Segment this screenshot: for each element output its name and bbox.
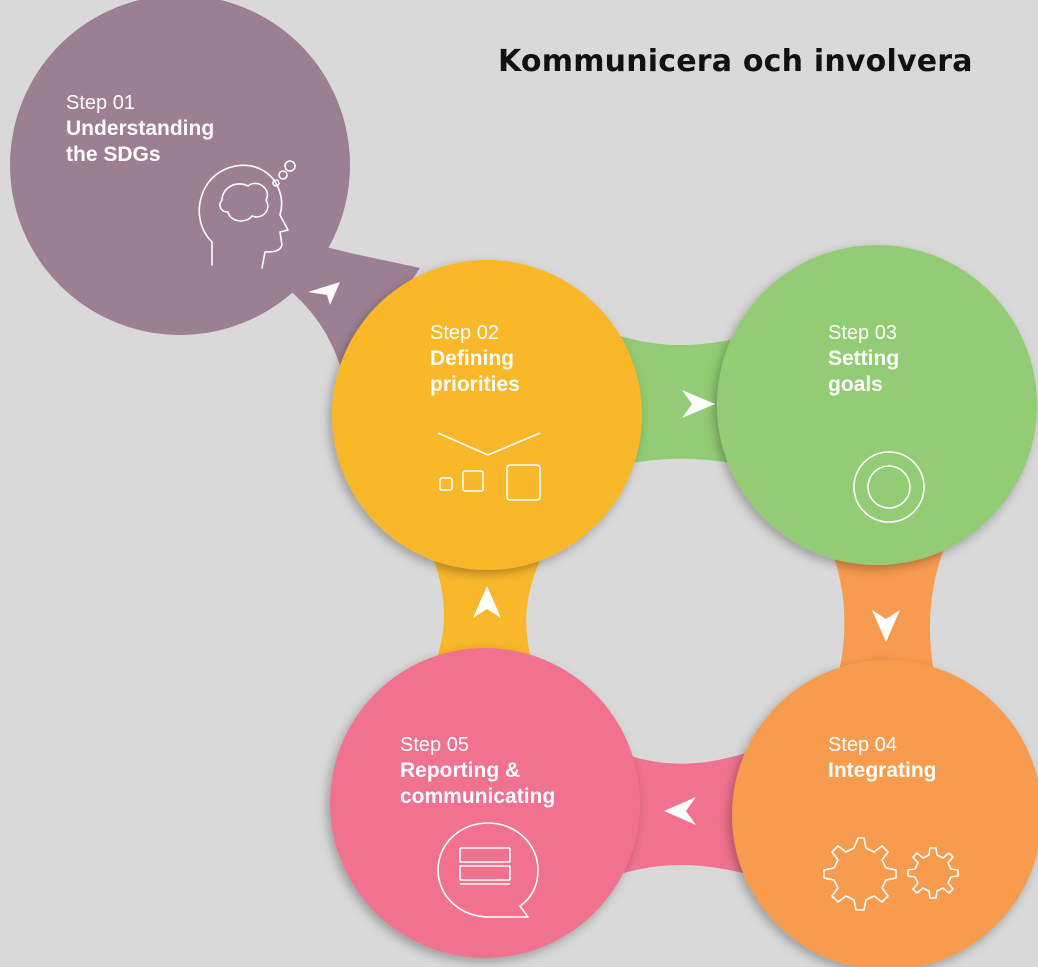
step-04-number: Step 04	[828, 734, 897, 756]
gears-icon	[823, 837, 959, 911]
head-thinking-icon	[198, 160, 296, 269]
step-02-circle	[332, 260, 642, 570]
page-title: Kommunicera och involvera	[498, 44, 973, 79]
step-05-name-line1: Reporting &	[400, 759, 521, 782]
step-03-number: Step 03	[828, 322, 897, 344]
arrow-01-to-02	[308, 282, 340, 305]
step-01-shape	[10, 0, 420, 380]
step-02-label: Step 02 Defining priorities	[430, 320, 520, 398]
speech-bubble-icon	[437, 822, 539, 918]
step-02-name-line2: priorities	[430, 373, 520, 396]
step-05-name-line2: communicating	[400, 785, 556, 808]
arrow-05-to-02	[473, 586, 501, 618]
step-01-label: Step 01 Understanding the SDGs	[66, 90, 214, 168]
step-05-label: Step 05 Reporting & communicating	[400, 732, 555, 810]
step-04-circle	[732, 660, 1038, 967]
step-03-name-line2: goals	[828, 373, 883, 396]
step-05-number: Step 05	[400, 734, 469, 756]
step-01-number: Step 01	[66, 92, 135, 114]
step-04-label: Step 04 Integrating	[828, 732, 937, 784]
target-icon	[853, 451, 925, 523]
step-05-circle	[330, 648, 640, 958]
step-03-name-line1: Setting	[828, 347, 900, 370]
priority-boxes-icon	[437, 432, 541, 501]
step-04-name-line1: Integrating	[828, 759, 937, 782]
step-03-label: Step 03 Setting goals	[828, 320, 899, 398]
step-02-name-line1: Defining	[430, 347, 514, 370]
step-01-name-line2: the SDGs	[66, 143, 161, 166]
step-03-circle	[717, 245, 1037, 565]
step-02-number: Step 02	[430, 322, 499, 344]
arrow-03-to-04	[872, 610, 900, 642]
step-01-name-line1: Understanding	[66, 117, 215, 140]
arrow-02-to-03	[682, 390, 715, 418]
arrow-04-to-05	[664, 797, 696, 825]
